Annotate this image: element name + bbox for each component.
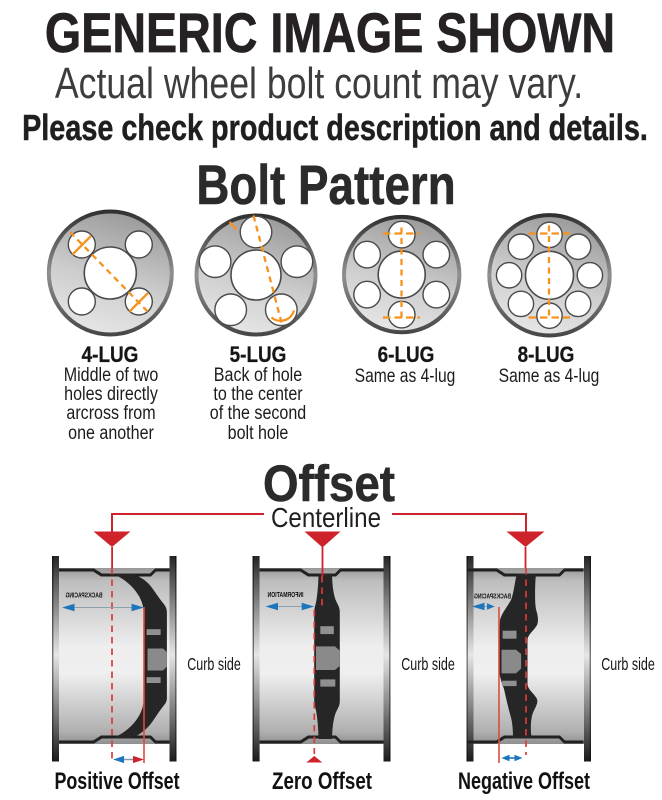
svg-text:BACKSPACING: BACKSPACING <box>474 594 511 601</box>
svg-text:INFORMATION: INFORMATION <box>268 592 304 599</box>
svg-text:BACKSPACING: BACKSPACING <box>65 593 102 600</box>
